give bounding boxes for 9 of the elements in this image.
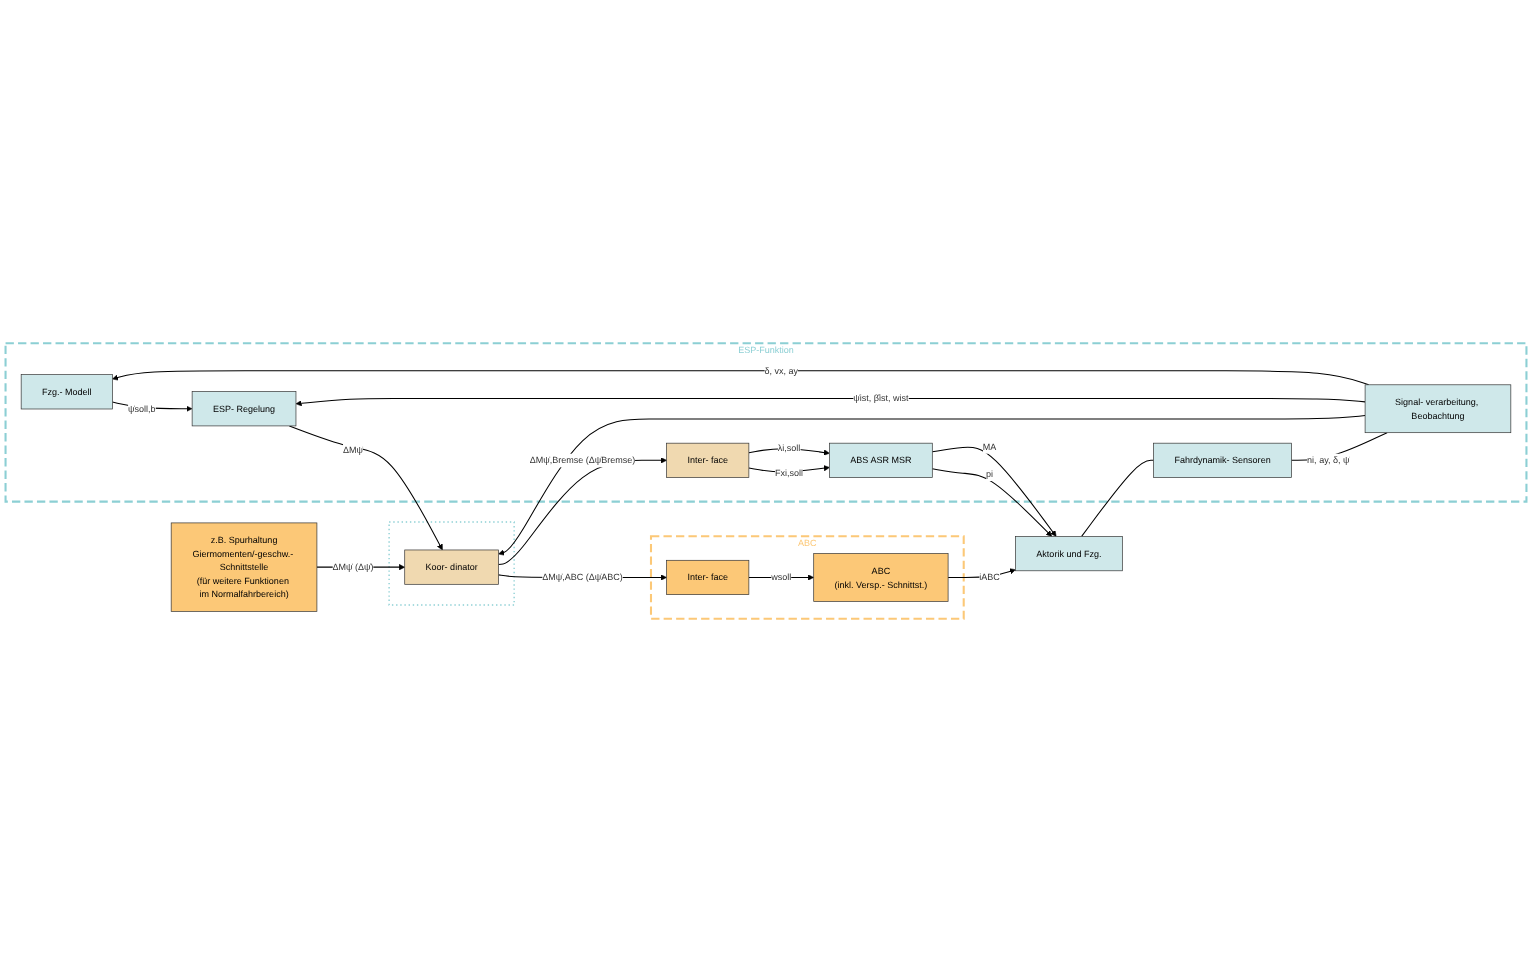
arrow (288, 425, 443, 551)
connector (1081, 459, 1155, 537)
arrow (931, 468, 1053, 537)
arrow (931, 446, 1057, 537)
cluster (388, 521, 515, 606)
arrow (498, 415, 1366, 556)
arrow (295, 397, 1366, 407)
connector (1290, 432, 1388, 461)
arrow (112, 370, 1370, 386)
